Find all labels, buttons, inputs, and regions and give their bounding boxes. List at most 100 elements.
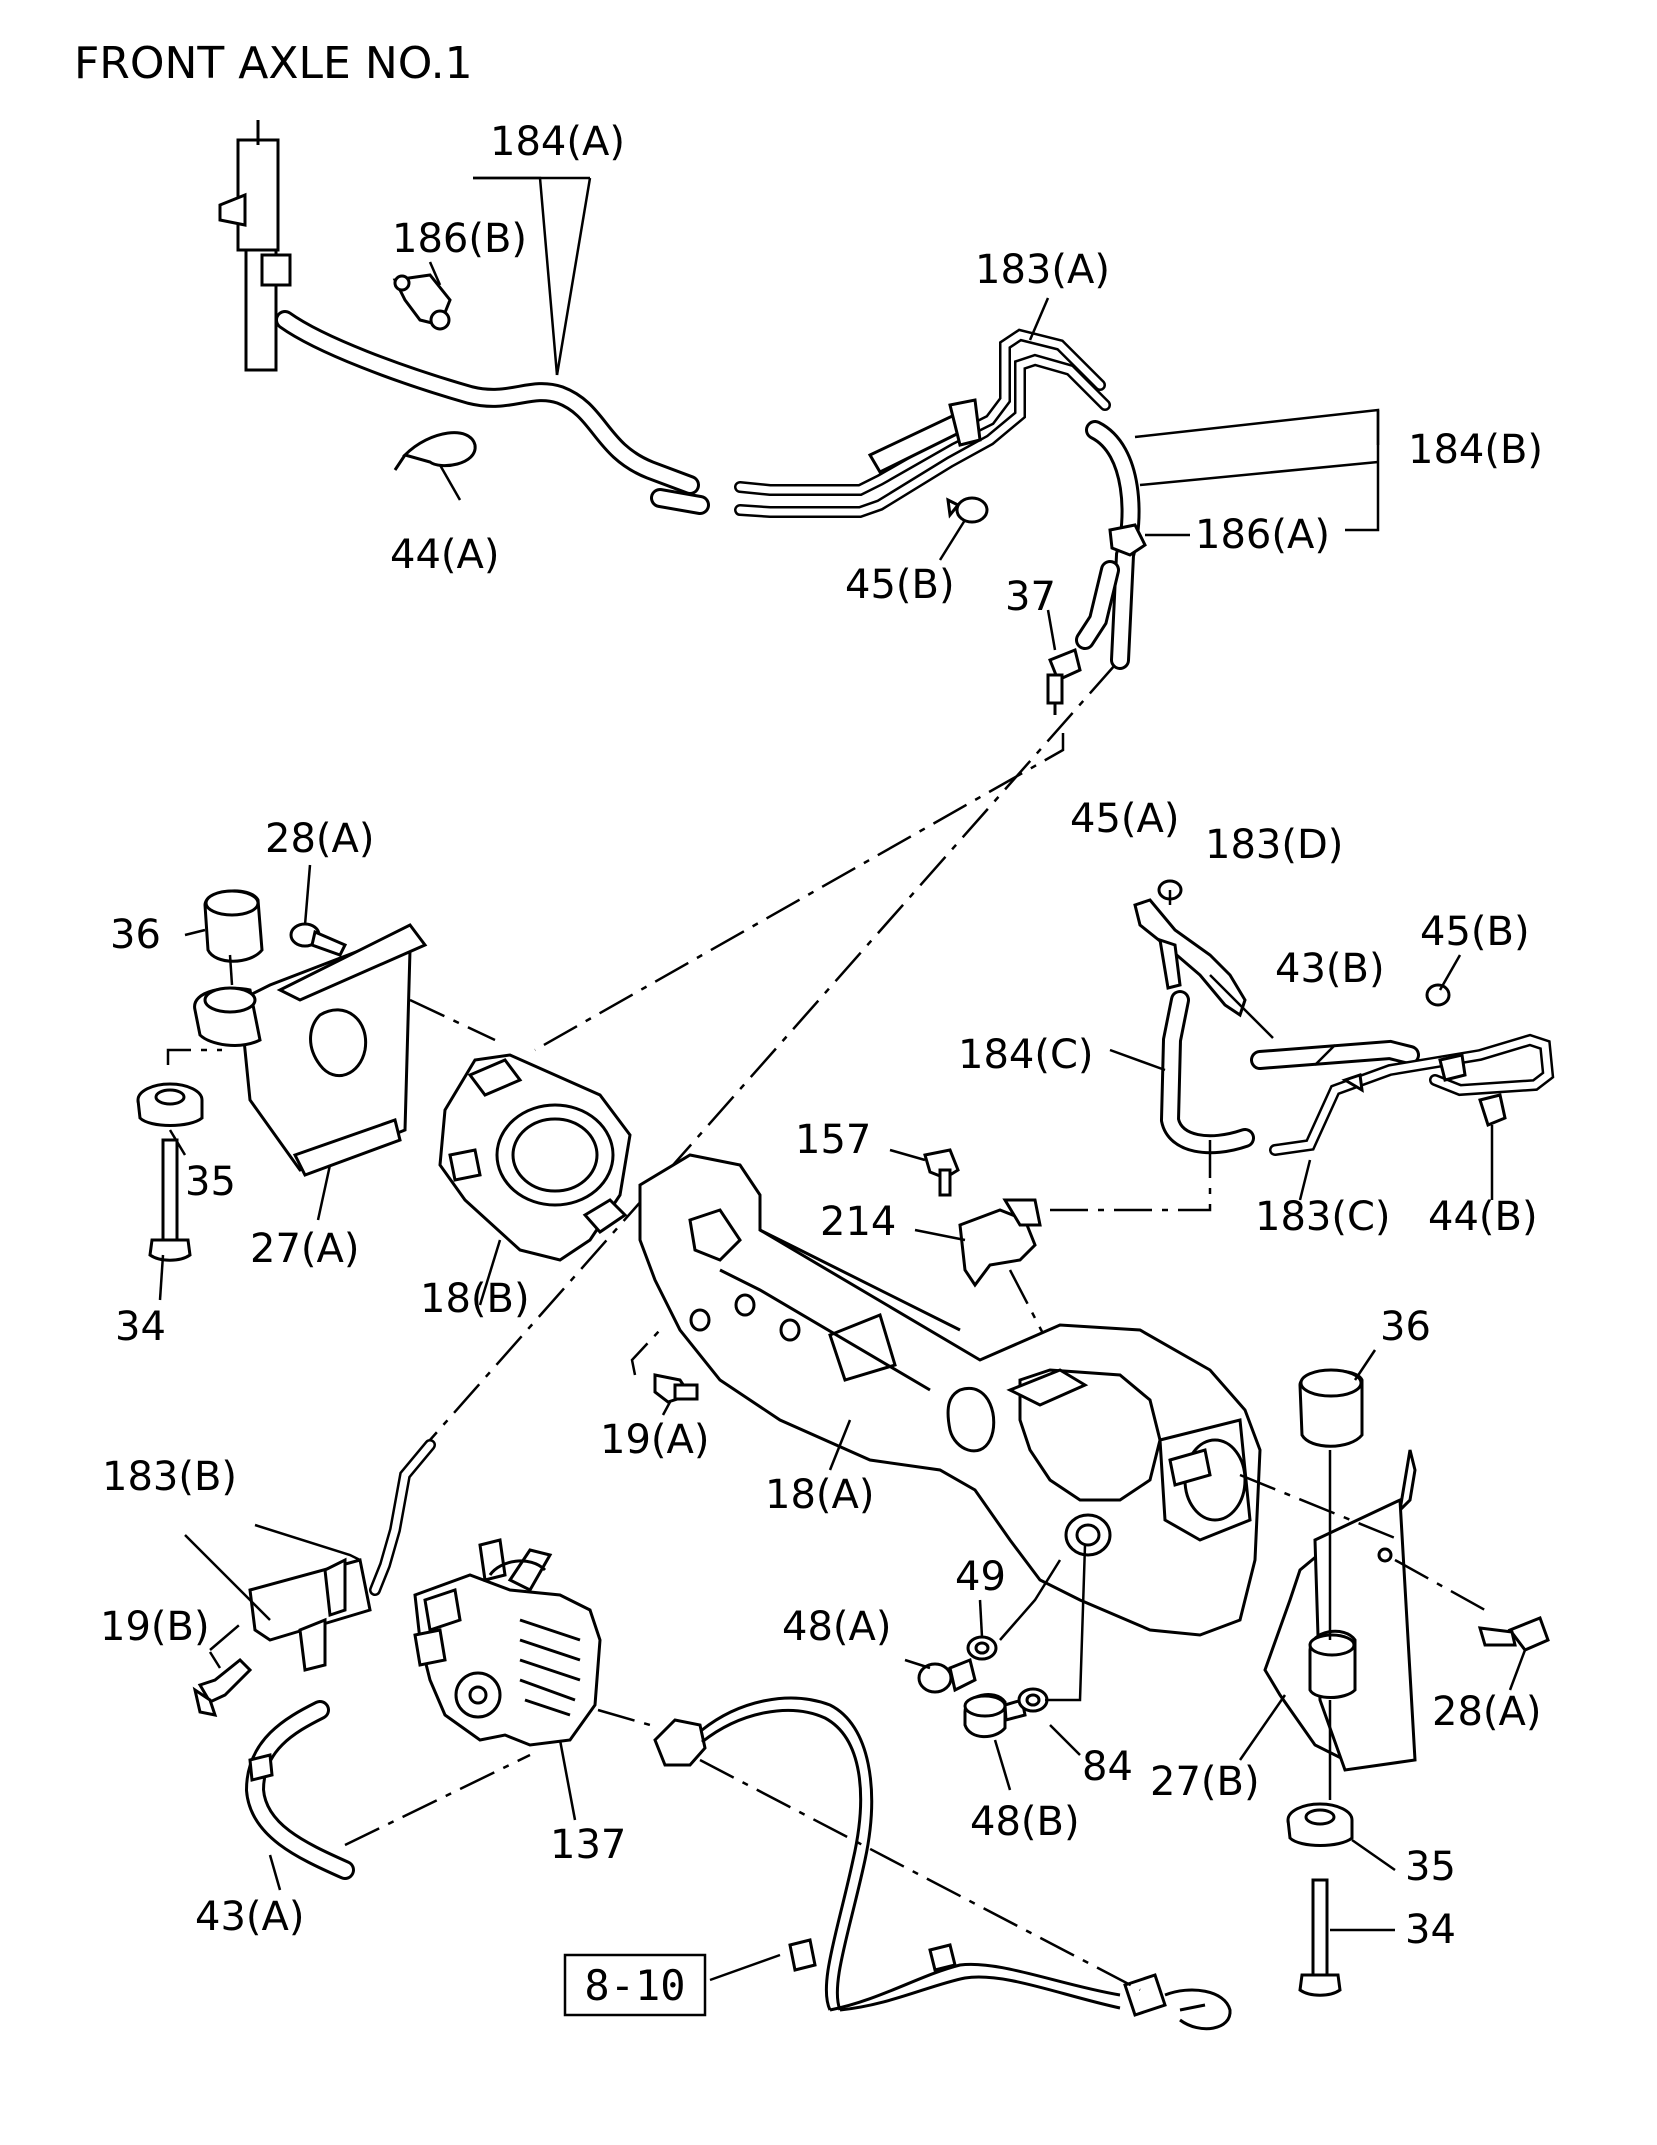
leader-36-left <box>184 928 206 937</box>
leader-49-line <box>999 1559 1062 1641</box>
label-137: 137 <box>550 1822 626 1868</box>
label-27a: 27(A) <box>250 1226 359 1272</box>
leader-84-line <box>1045 1544 1087 1702</box>
cushion-35-left <box>136 1082 204 1127</box>
label-183b: 183(B) <box>102 1454 237 1500</box>
assembly-line-5 <box>166 1048 222 1065</box>
assembly-line-6 <box>409 998 496 1042</box>
assembly-line-7 <box>630 1329 661 1376</box>
plug-48b <box>963 1693 1027 1739</box>
assembly-line-11 <box>344 1753 531 1847</box>
label-43a: 43(A) <box>195 1894 304 1940</box>
hose-43b <box>1250 1039 1420 1070</box>
rubber-plug-45b-right <box>1425 983 1451 1007</box>
leader-184c <box>1109 1048 1166 1072</box>
diagram-title: FRONT AXLE NO.1 <box>74 38 473 89</box>
leader-84 <box>1049 1724 1081 1756</box>
label-18b: 18(B) <box>420 1276 530 1322</box>
label-43b: 43(B) <box>1275 946 1385 992</box>
label-45a: 45(A) <box>1070 796 1179 842</box>
leader-49 <box>978 1599 984 1638</box>
housing-18b <box>438 1053 632 1262</box>
assembly-line-12 <box>597 1708 651 1727</box>
leader-184b-bracket <box>1345 410 1380 532</box>
leader-45b-top <box>938 519 967 561</box>
bolt-157 <box>923 1148 960 1197</box>
label-44a: 44(A) <box>390 532 499 578</box>
leader-35-right <box>1351 1838 1396 1872</box>
label-186b: 186(B) <box>392 216 527 262</box>
label-48a: 48(A) <box>782 1604 891 1650</box>
assembly-line-2 <box>429 664 1116 1441</box>
leader-183b-2 <box>254 1523 361 1562</box>
leader-8-10 <box>709 1953 781 1982</box>
label-28a-left: 28(A) <box>265 816 374 862</box>
actuator-137 <box>413 1538 602 1747</box>
bushing-36-right <box>1298 1368 1364 1448</box>
label-183d: 183(D) <box>1205 822 1343 868</box>
bolt-28a-right <box>1477 1616 1550 1652</box>
breather-214 <box>958 1198 1042 1288</box>
reference-box-label: 8-10 <box>584 1961 685 2010</box>
bushing-36-left <box>203 889 264 963</box>
leader-48a <box>904 1658 931 1670</box>
plug-48a <box>917 1657 977 1694</box>
leader-137 <box>558 1739 577 1821</box>
housing-18a <box>638 1153 1262 1637</box>
label-28a-right: 28(A) <box>1432 1689 1541 1735</box>
label-35-left: 35 <box>185 1159 236 1205</box>
leader-48b <box>993 1739 1012 1791</box>
assembly-line-1 <box>534 733 1065 1052</box>
assembly-line-9 <box>1394 1558 1486 1612</box>
connector-37 <box>1046 647 1082 715</box>
label-36-right: 36 <box>1380 1304 1431 1350</box>
leader-184b-lower <box>1139 460 1379 487</box>
leader-184b-upper <box>1134 408 1380 445</box>
label-19b: 19(B) <box>100 1604 210 1650</box>
label-84: 84 <box>1082 1744 1133 1790</box>
leader-183c <box>1298 1159 1312 1201</box>
leader-18a <box>828 1419 852 1471</box>
band-44a <box>393 431 477 471</box>
leader-184a-right <box>473 176 559 376</box>
label-183c: 183(C) <box>1255 1194 1391 1240</box>
bolt-19b <box>192 1657 253 1717</box>
leader-36-right <box>1353 1349 1377 1381</box>
pipe-183c <box>1269 1033 1555 1156</box>
label-19a: 19(A) <box>600 1417 709 1463</box>
bolt-34-right <box>1298 1878 1342 1997</box>
gasket-84 <box>1017 1687 1049 1713</box>
leader-34-left <box>158 1254 165 1301</box>
leader-28a-left <box>303 864 312 926</box>
reference-box <box>563 1953 707 2017</box>
hose-184c <box>1159 990 1255 1155</box>
label-35-right: 35 <box>1405 1844 1456 1890</box>
label-34-left: 34 <box>115 1304 166 1350</box>
leader-183b <box>184 1534 271 1621</box>
label-183a: 183(A) <box>975 247 1110 293</box>
label-45b-right: 45(B) <box>1420 909 1530 955</box>
gasket-49 <box>966 1635 998 1661</box>
cushion-35-right <box>1286 1802 1354 1847</box>
label-36-left: 36 <box>110 912 161 958</box>
bolt-34-left <box>148 1138 192 1262</box>
leader-186b <box>428 261 442 286</box>
label-49: 49 <box>955 1554 1006 1600</box>
hose-43a <box>244 1700 355 1880</box>
brake-pipes-183a <box>734 328 1111 518</box>
leader-18b <box>478 1239 502 1306</box>
leader-43b <box>1314 1044 1336 1066</box>
assembly-line-10 <box>209 1619 246 1651</box>
bracket-183d <box>1133 898 1247 1018</box>
leader-44a <box>438 464 462 501</box>
wiring-harness <box>653 1696 1232 2031</box>
label-184b: 184(B) <box>1408 427 1543 473</box>
leader-45b-right <box>1438 954 1462 991</box>
label-18a: 18(A) <box>765 1472 874 1518</box>
bolt-19a <box>653 1373 699 1404</box>
leader-35-left <box>168 1129 187 1156</box>
label-37: 37 <box>1005 574 1056 620</box>
leader-214 <box>914 1228 966 1242</box>
breather-hose-184a <box>218 120 710 515</box>
leader-27a <box>316 1164 332 1221</box>
